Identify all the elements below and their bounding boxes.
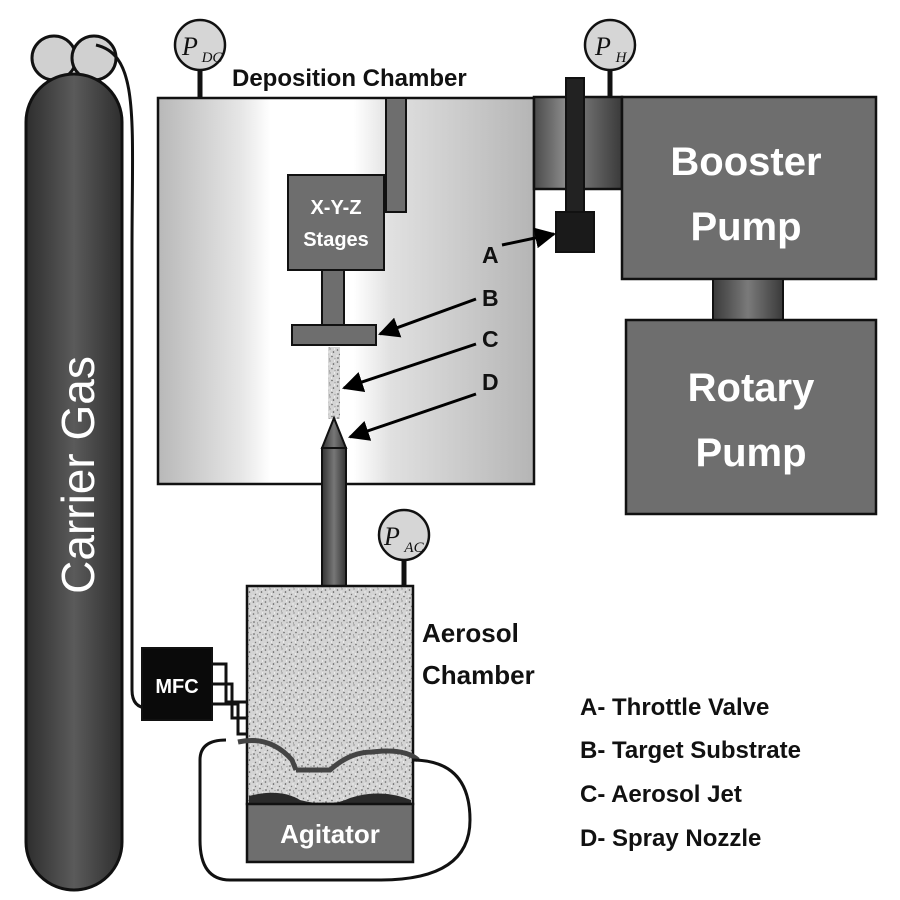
aerosol-feed-tube	[237, 738, 420, 773]
pressure-gauge-ac: P AC	[377, 508, 431, 586]
agitator-drive-loop	[198, 738, 472, 882]
deposition-chamber	[156, 96, 536, 486]
pressure-gauge-h: P H	[583, 18, 637, 98]
svg-text:X-Y-Z: X-Y-Z	[310, 197, 361, 219]
svg-text:DC: DC	[201, 50, 224, 66]
svg-text:AC: AC	[403, 540, 424, 556]
aerosol-jet	[328, 347, 340, 419]
svg-text:Pump: Pump	[695, 431, 806, 475]
legend-item-c: C- Aerosol Jet	[580, 781, 742, 808]
rotary-pump: Rotary Pump	[624, 318, 878, 516]
svg-text:Pump: Pump	[690, 205, 801, 249]
pressure-gauge-dc: P DC	[173, 18, 227, 98]
agitator: Agitator	[245, 802, 415, 864]
svg-text:Rotary: Rotary	[688, 366, 815, 410]
legend-item-a: A- Throttle Valve	[580, 694, 769, 721]
arrow-c	[342, 342, 477, 392]
substrate-holder-post	[321, 269, 345, 326]
callout-c: C	[482, 326, 499, 352]
deposition-chamber-label: Deposition Chamber	[232, 65, 467, 92]
svg-text:P: P	[383, 522, 400, 551]
mass-flow-controller: MFC	[141, 647, 213, 721]
arrow-d	[348, 392, 477, 441]
spray-nozzle	[320, 415, 348, 587]
svg-text:H: H	[615, 50, 628, 66]
svg-text:Agitator: Agitator	[280, 819, 380, 849]
stage-support-rod	[385, 97, 407, 213]
pump-connector-pipe	[712, 278, 784, 323]
carrier-gas-cylinder: Carrier Gas	[24, 34, 124, 892]
booster-pump: Booster Pump	[620, 95, 878, 281]
xyz-stages: X-Y-Z Stages	[287, 174, 385, 271]
powder-bed	[249, 792, 411, 804]
legend: A- Throttle Valve B- Target Substrate C-…	[580, 694, 801, 852]
callout-a: A	[482, 242, 499, 268]
callouts: A B C D	[342, 227, 557, 441]
aerosol-chamber-label-line1: Aerosol	[422, 618, 519, 648]
svg-text:MFC: MFC	[155, 676, 198, 698]
arrow-a	[501, 227, 557, 249]
callout-d: D	[482, 369, 499, 395]
svg-text:P: P	[181, 32, 198, 61]
legend-item-b: B- Target Substrate	[580, 737, 801, 764]
svg-text:P: P	[594, 32, 611, 61]
gas-line-cylinder-to-mfc	[95, 43, 149, 710]
svg-text:Booster: Booster	[670, 140, 821, 184]
legend-item-d: D- Spray Nozzle	[580, 825, 761, 852]
carrier-gas-label: Carrier Gas	[52, 356, 104, 594]
callout-b: B	[482, 285, 499, 311]
target-substrate	[291, 324, 377, 346]
aerosol-chamber-label-line2: Chamber	[422, 660, 535, 690]
arrow-b	[378, 297, 477, 338]
mfc-outlet-lines	[212, 662, 247, 736]
svg-text:Stages: Stages	[303, 229, 369, 251]
